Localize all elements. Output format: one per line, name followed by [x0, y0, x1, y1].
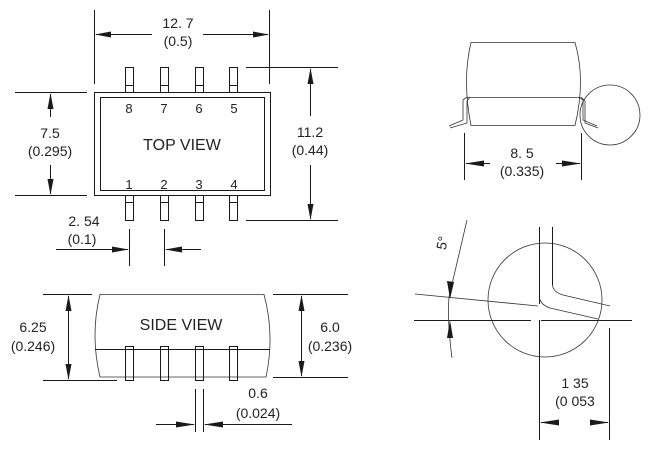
- pin-7: [160, 67, 169, 93]
- pin-number-2: 2: [160, 177, 167, 192]
- body-height-dim-inch: (0.295): [28, 143, 72, 159]
- top-pins: [125, 67, 238, 93]
- pitch-dim-inch: (0.1): [68, 231, 97, 247]
- pin-number-3: 3: [195, 177, 202, 192]
- right-height-dim-inch: (0.236): [308, 338, 352, 354]
- pitch-dim-mm: 2. 54: [68, 213, 99, 229]
- lead-length-dim-inch: (0 053: [555, 393, 595, 409]
- pin-4: [229, 195, 238, 221]
- top-view-body-outer: [94, 92, 271, 196]
- pin-number-8: 8: [125, 101, 132, 116]
- side-pin-3: [195, 346, 204, 381]
- pin-number-6: 6: [195, 101, 202, 116]
- body-height-dim-mm: 7.5: [40, 125, 60, 141]
- side-pin-4: [229, 346, 238, 381]
- total-height-dim-inch: (0.44): [292, 142, 329, 158]
- pin-number-5: 5: [230, 101, 237, 116]
- bottom-pins: [125, 195, 238, 221]
- pin-1: [125, 195, 134, 221]
- pin-width-dimension: 0.6 (0.024): [156, 385, 292, 432]
- pin-3: [195, 195, 204, 221]
- pin-2: [160, 195, 169, 221]
- top-view-label: TOP VIEW: [143, 137, 222, 154]
- end-width-dimension: 8. 5 (0.335): [464, 133, 582, 180]
- pin-width-dim-mm: 0.6: [248, 385, 268, 401]
- width-dimension: 12. 7 (0.5): [94, 10, 270, 84]
- side-view-body: [94, 294, 271, 378]
- detail-view: 5° 1 35 (0 053: [414, 219, 632, 440]
- pin-number-7: 7: [160, 101, 167, 116]
- right-height-dim-mm: 6.0: [320, 319, 340, 335]
- left-height-dim-mm: 6.25: [19, 319, 46, 335]
- pitch-dimension: 2. 54 (0.1): [56, 213, 201, 266]
- side-view: SIDE VIEW 6.25 (0.246) 6.0 (0.236): [11, 294, 352, 432]
- pin-width-dim-inch: (0.024): [236, 405, 280, 421]
- end-width-dim-mm: 8. 5: [510, 145, 534, 161]
- pin-5: [229, 67, 238, 93]
- body-height-dimension: 7.5 (0.295): [15, 92, 87, 196]
- detail-lead-top: [552, 284, 611, 307]
- side-pin-2: [160, 346, 169, 381]
- angle-arc: [448, 219, 468, 359]
- total-height-dim-mm: 11.2: [297, 124, 323, 140]
- detail-lead-bottom: [539, 297, 599, 320]
- detail-circle: [579, 84, 641, 146]
- pin-number-4: 4: [230, 177, 237, 192]
- end-view-body: [466, 42, 581, 126]
- left-height-dimension: 6.25 (0.246): [11, 294, 117, 381]
- top-view-body-inner: [100, 97, 265, 191]
- pin-number-1: 1: [125, 177, 132, 192]
- end-width-dim-inch: (0.335): [500, 163, 544, 179]
- right-lead: [578, 96, 598, 127]
- lead-length-dim-mm: 1 35: [561, 375, 588, 391]
- left-height-dim-inch: (0.246): [11, 338, 55, 354]
- end-view: 8. 5 (0.335): [448, 42, 641, 180]
- pin-8: [125, 67, 134, 93]
- side-view-label: SIDE VIEW: [140, 317, 224, 334]
- detail-view-circle: [487, 242, 603, 358]
- right-height-dimension: 6.0 (0.236): [273, 294, 352, 378]
- total-height-dimension: 11.2 (0.44): [246, 67, 338, 221]
- pin-6: [195, 67, 204, 93]
- top-view: 8 7 6 5 1 2 3 4 TOP VIEW 12. 7 (0.5) 7.: [15, 10, 338, 266]
- width-dim-inch: (0.5): [164, 33, 193, 49]
- width-dim-mm: 12. 7: [162, 15, 193, 31]
- angle-label: 5°: [433, 235, 451, 251]
- lead-length-dimension: 1 35 (0 053: [540, 328, 610, 440]
- side-pin-1: [125, 346, 134, 381]
- left-lead: [448, 96, 468, 127]
